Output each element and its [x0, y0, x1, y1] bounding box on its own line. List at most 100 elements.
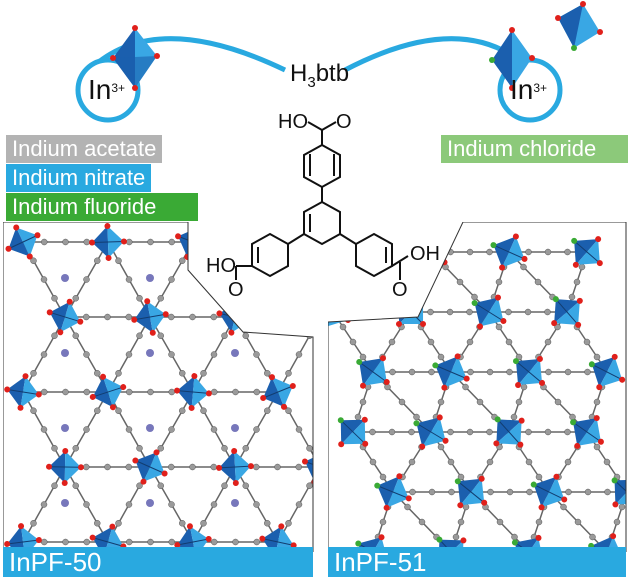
- atom: [17, 404, 24, 411]
- atom: [518, 417, 525, 424]
- atom: [515, 382, 522, 389]
- carbon-atom: [232, 388, 239, 396]
- octahedron-edge: [515, 360, 543, 384]
- atom: [276, 254, 283, 261]
- carbon-atom: [413, 413, 420, 421]
- carbon-atom: [487, 488, 494, 496]
- carbon-atom: [388, 308, 395, 316]
- atom: [301, 458, 308, 465]
- carbon-atom: [136, 295, 143, 302]
- atom: [46, 309, 53, 316]
- atom: [26, 253, 33, 260]
- carbon-atom: [221, 445, 228, 452]
- carbon-atom: [589, 533, 596, 541]
- carbon-atom: [221, 295, 228, 302]
- octahedron-face: [8, 227, 30, 257]
- salt-label-acetate: Indium acetate: [6, 135, 163, 163]
- nitrogen-atom: [146, 499, 154, 507]
- atom: [495, 294, 502, 301]
- carbon-atom: [83, 313, 90, 321]
- carbon-atom: [211, 388, 218, 396]
- octahedron-face: [479, 297, 504, 327]
- atom: [441, 384, 448, 391]
- carbon-atom: [62, 238, 69, 246]
- linker-bond: [234, 241, 279, 318]
- carbon-atom: [520, 263, 527, 271]
- atom: [355, 540, 362, 547]
- atom: [337, 417, 344, 424]
- octahedron-edge: [328, 303, 349, 321]
- carbon-atom: [126, 388, 133, 396]
- atom: [216, 310, 223, 317]
- octahedron-face: [263, 377, 284, 407]
- carbon-atom: [253, 426, 260, 433]
- octahedron-edge: [435, 364, 467, 380]
- left-octahedron-icon: [110, 25, 160, 91]
- octahedron: [4, 373, 42, 411]
- carbon-atom: [544, 248, 552, 256]
- atom: [611, 353, 618, 360]
- carbon-atom: [221, 482, 228, 489]
- linker-bond: [410, 251, 432, 313]
- atom: [457, 502, 464, 509]
- octahedron-face: [417, 238, 442, 266]
- right-hydroxyl: OH: [410, 243, 440, 265]
- atom: [232, 479, 239, 486]
- atom: [247, 317, 254, 324]
- atom: [174, 387, 181, 394]
- carbon-atom: [295, 463, 302, 471]
- carbon-atom: [242, 332, 249, 339]
- carbon-atom: [83, 426, 90, 433]
- atom: [100, 373, 107, 380]
- carbon-atom: [253, 276, 260, 283]
- ligand-name: H3btb: [290, 60, 349, 91]
- carbon-atom: [115, 257, 122, 264]
- carbon-atom: [466, 428, 474, 436]
- right-ion-symbol: In: [510, 74, 534, 105]
- atom: [191, 373, 198, 380]
- atom: [396, 473, 403, 480]
- carbon-atom: [452, 533, 460, 541]
- carbon-atom: [125, 501, 133, 508]
- atom: [493, 440, 500, 447]
- carbon-atom: [125, 313, 132, 321]
- octahedron-face: [519, 537, 544, 552]
- atom: [109, 523, 116, 530]
- carbon-atom: [94, 520, 101, 527]
- octahedron-face: [16, 227, 38, 257]
- carbon-atom: [157, 445, 164, 452]
- atom: [89, 534, 96, 541]
- carbon-atom: [83, 238, 90, 246]
- atom: [360, 382, 367, 389]
- atom: [355, 233, 362, 240]
- carbon-atom: [210, 501, 218, 508]
- nitrogen-atom: [61, 274, 69, 282]
- octahedron: [374, 473, 412, 511]
- carbon-atom: [427, 338, 435, 346]
- atom: [149, 329, 156, 336]
- carbon-atom: [168, 538, 175, 546]
- carbon-atom: [274, 463, 281, 471]
- octahedron-edge: [572, 421, 602, 443]
- atom: [216, 464, 223, 471]
- octahedron-face: [457, 478, 482, 506]
- octahedron-edge: [262, 538, 294, 546]
- salt-label-chloride: Indium chloride: [441, 135, 628, 163]
- carbon-atom: [83, 501, 90, 508]
- atom: [481, 499, 488, 506]
- carbon-atom: [544, 428, 552, 436]
- carbon-atom: [115, 370, 122, 377]
- atom: [460, 537, 467, 544]
- octahedron-face: [7, 376, 26, 408]
- carbon-atom: [544, 308, 551, 316]
- carbon-atom: [388, 428, 396, 436]
- inpf-50-label: InPF-50: [3, 547, 313, 577]
- octahedron-face: [276, 226, 294, 258]
- carbon-atom: [339, 278, 347, 286]
- inpf-50-outline: [3, 222, 314, 552]
- carbon-atom: [168, 426, 175, 433]
- carbon-atom: [264, 257, 271, 264]
- nitrogen-atom: [146, 349, 154, 357]
- octahedron: [334, 233, 372, 271]
- octahedron-edge: [493, 244, 525, 260]
